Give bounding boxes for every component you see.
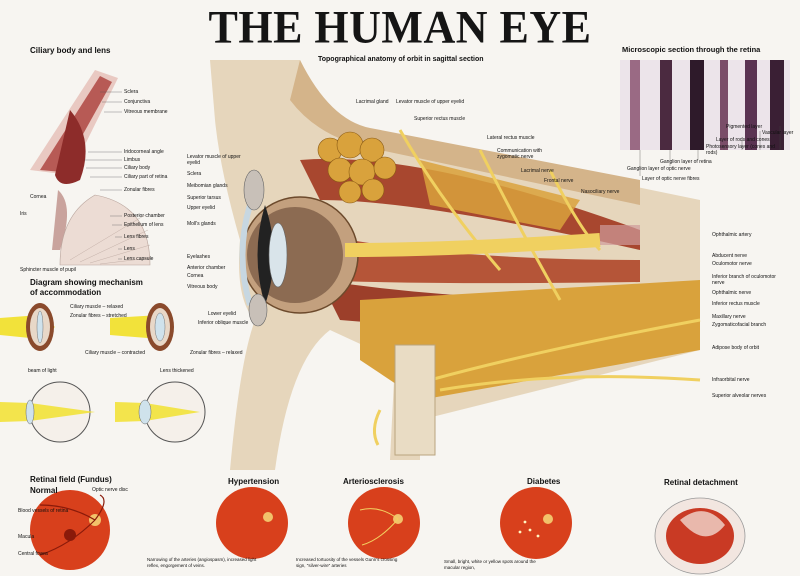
label-lens-capsule: Lens capsule: [124, 256, 154, 262]
label-superior-alveolar: Superior alveolar nerves: [712, 393, 767, 399]
label-zonular-relaxed: Zonular fibres – relaxed: [190, 350, 243, 356]
label-levator-left: Levator muscle of upper eyelid: [187, 154, 241, 166]
diabetes-title: Diabetes: [527, 477, 561, 486]
label-zonular-stretched: Zonular fibres – stretched: [70, 313, 127, 319]
accommodation-illustration: [0, 303, 206, 443]
label-cornea-ciliary: Cornea: [30, 194, 47, 200]
label-ganglion-retina: Ganglion layer of retina: [660, 159, 712, 165]
label-iris: Iris: [20, 211, 27, 217]
label-ophthalmic-artery: Ophthalmic artery: [712, 232, 752, 238]
fundus-illustrations: [30, 487, 746, 575]
label-infraorbital-nerve: Infraorbital nerve: [712, 377, 750, 383]
label-molls-glands: Moll's glands: [187, 221, 216, 227]
retina-section-illustration: [620, 60, 790, 176]
accommodation-title-line2: of accommodation: [30, 288, 102, 297]
label-lens-thickened: Lens thickened: [160, 368, 194, 374]
hypertension-caption: Narrowing of the arteries (angiospasm), …: [147, 557, 257, 568]
label-vitreous-body: Vitreous body: [187, 284, 218, 290]
arteriosclerosis-caption: Increased tortuosity of the vessels Gunn…: [296, 557, 398, 568]
label-macula: Macula: [18, 534, 35, 540]
label-eyelashes: Eyelashes: [187, 254, 211, 260]
label-lens-fibres: Lens fibres: [124, 234, 149, 240]
orbit-sagittal-illustration: [210, 60, 701, 470]
label-vitreous-membrane: Vitreous membrane: [124, 109, 168, 115]
label-inferior-oblique: Inferior oblique muscle: [198, 320, 249, 326]
label-abducent-nerve: Abducent nerve: [712, 253, 748, 259]
label-inferior-branch-oculomotor: Inferior branch of oculomotor nerve: [712, 274, 776, 286]
label-maxillary-nerve: Maxillary nerve: [712, 314, 746, 320]
label-adipose-body: Adipose body of orbit: [712, 345, 759, 351]
retina-section-title: Microscopic section through the retina: [622, 45, 761, 54]
label-ganglion-optic: Ganglion layer of optic nerve: [627, 166, 691, 172]
label-rods-cones-layer: Layer of rods and cones: [716, 137, 770, 143]
label-lower-eyelid: Lower eyelid: [208, 311, 237, 317]
label-lens: Lens: [124, 246, 135, 252]
label-posterior-chamber: Posterior chamber: [124, 213, 165, 219]
fundus-title: Retinal field (Fundus): [30, 475, 112, 484]
label-superior-tarsus: Superior tarsus: [187, 195, 221, 201]
label-sclera: Sclera: [124, 89, 139, 95]
label-zonular-fibres: Zonular fibres: [124, 187, 155, 193]
label-sclera-orbit: Sclera: [187, 171, 202, 177]
label-beam-of-light: beam of light: [28, 368, 57, 374]
label-superior-rectus: Superior rectus muscle: [414, 116, 466, 122]
label-zygomatic-communication: Communication with zygomatic nerve: [497, 148, 543, 160]
fundus-normal-subtitle: Normal: [30, 486, 58, 495]
label-frontal-nerve: Frontal nerve: [544, 178, 574, 184]
label-nasociliary-nerve: Nasociliary nerve: [581, 189, 620, 195]
label-iridocorneal-angle: Iridocorneal angle: [124, 149, 164, 155]
label-upper-eyelid: Upper eyelid: [187, 205, 216, 211]
label-ciliary-body: Ciliary body: [124, 165, 151, 171]
label-lacrimal-gland: Lacrimal gland: [356, 99, 389, 105]
label-ciliary-part-retina: Ciliary part of retina: [124, 174, 168, 180]
arteriosclerosis-title: Arteriosclerosis: [343, 477, 404, 486]
label-blood-vessels: Blood vessels of retina: [18, 508, 69, 514]
label-ophthalmic-nerve: Ophthalmic nerve: [712, 290, 752, 296]
sagittal-section-title: Topographical anatomy of orbit in sagitt…: [318, 56, 484, 63]
accommodation-title-line1: Diagram showing mechanism: [30, 278, 143, 287]
label-photosensory-layer: Photosensory layer (cones and rods): [706, 144, 775, 156]
label-levator-top: Levator muscle of upper eyelid: [396, 99, 465, 105]
label-sphincter-pupil: Sphincter muscle of pupil: [20, 267, 76, 273]
label-ciliary-contracted: Ciliary muscle – contracted: [85, 350, 146, 356]
label-oculomotor-nerve: Oculomotor nerve: [712, 261, 752, 267]
label-optic-disc: Optic nerve disc: [92, 487, 128, 493]
hypertension-title: Hypertension: [228, 477, 280, 486]
label-cornea-orbit: Cornea: [187, 273, 204, 279]
retinal-detachment-title: Retinal detachment: [664, 478, 738, 487]
label-inferior-rectus: Inferior rectus muscle: [712, 301, 760, 307]
label-meibomian: Meibomian glands: [187, 183, 228, 189]
ciliary-body-illustration: [30, 70, 151, 266]
label-lateral-rectus: Lateral rectus muscle: [487, 135, 535, 141]
label-lacrimal-nerve: Lacrimal nerve: [521, 168, 554, 174]
label-epithelium-lens: Epithelium of lens: [124, 222, 164, 228]
label-conjunctiva: Conjunctiva: [124, 99, 151, 105]
label-ciliary-relaxed: Ciliary muscle – relaxed: [70, 304, 124, 310]
label-anterior-chamber: Anterior chamber: [187, 265, 226, 271]
label-zygomaticofacial: Zygomaticofacial branch: [712, 322, 767, 328]
label-limbus: Limbus: [124, 157, 141, 163]
label-central-fovea: Central fovea: [18, 551, 48, 557]
label-pigmented-layer: Pigmented layer: [726, 124, 763, 130]
label-vascular-layer: Vascular layer: [762, 130, 794, 136]
poster-title: THE HUMAN EYE: [208, 1, 592, 54]
ciliary-section-title: Ciliary body and lens: [30, 46, 111, 55]
label-optic-fibres: Layer of optic nerve fibres: [642, 176, 700, 182]
diabetes-caption: Small, bright, white or yellow spots aro…: [444, 559, 536, 570]
